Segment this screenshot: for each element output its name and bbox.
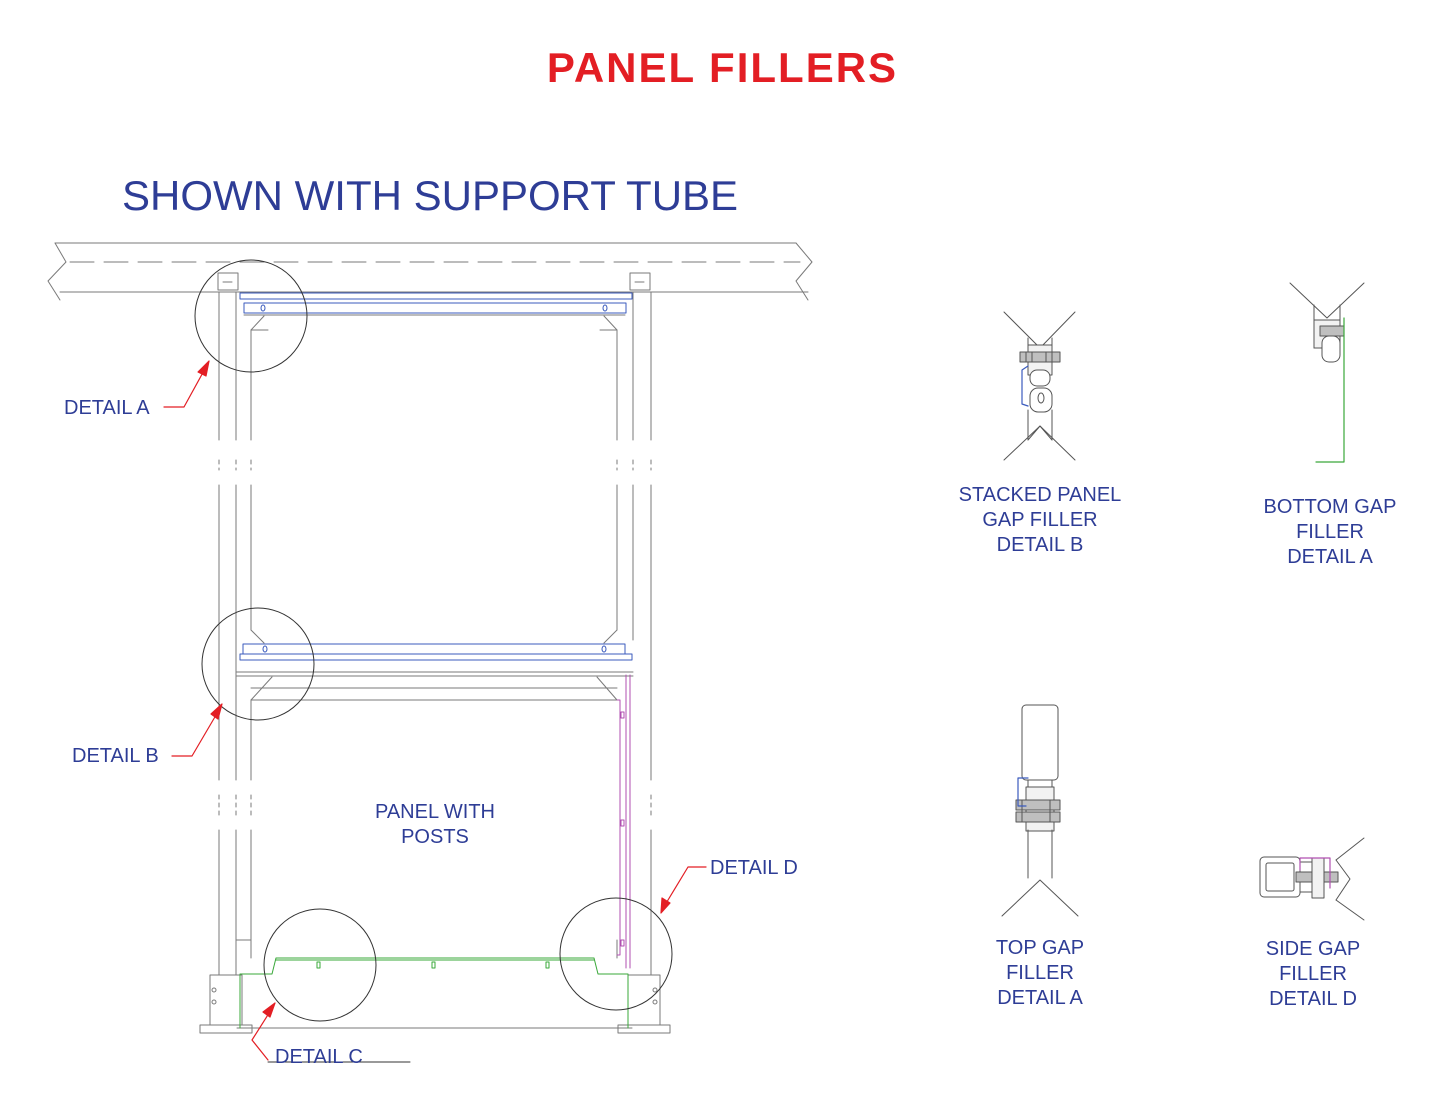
left-post bbox=[199, 272, 253, 1034]
stacked-blue-filler bbox=[1021, 365, 1029, 407]
detail-a-circle bbox=[194, 259, 308, 373]
page-title: PANEL FILLERS bbox=[546, 44, 899, 91]
stacked-caption-line2: GAP FILLER bbox=[982, 509, 1098, 531]
detail-b-callout: DETAIL B bbox=[72, 745, 159, 767]
side-gap-caption: SIDE GAP FILLER DETAIL D bbox=[1213, 937, 1413, 1012]
panel-label-line1: PANEL WITH bbox=[374, 801, 495, 823]
detail-leaders bbox=[163, 360, 707, 1061]
top-gap-caption: TOP GAP FILLER DETAIL A bbox=[940, 936, 1140, 1011]
stacked-panel-caption: STACKED PANEL GAP FILLER DETAIL B bbox=[940, 483, 1140, 558]
bottom-green-filler bbox=[1315, 317, 1345, 463]
bottom-caption-line1: BOTTOM GAP bbox=[1263, 496, 1397, 518]
bottom-gap-detail-drawing bbox=[1289, 282, 1365, 363]
bottom-gap-caption: BOTTOM GAP FILLER DETAIL A bbox=[1230, 495, 1430, 570]
top-caption-line1: TOP GAP bbox=[995, 937, 1085, 959]
right-post bbox=[616, 272, 671, 1034]
green-bottom-filler bbox=[239, 957, 629, 1029]
top-caption-line3: DETAIL A bbox=[997, 987, 1083, 1009]
stacked-caption-line3: DETAIL B bbox=[996, 534, 1084, 556]
top-gap-detail-drawing bbox=[1001, 704, 1079, 917]
side-magenta-filler bbox=[1299, 857, 1331, 889]
top-blue-filler bbox=[1017, 777, 1029, 807]
detail-b-circle bbox=[201, 607, 315, 721]
detail-d-callout: DETAIL D bbox=[710, 857, 798, 879]
panel-label-line2: POSTS bbox=[401, 826, 469, 848]
view-subtitle: SHOWN WITH SUPPORT TUBE bbox=[122, 172, 739, 219]
middle-rail bbox=[235, 629, 634, 701]
detail-circles bbox=[194, 259, 673, 1022]
detail-d-circle bbox=[559, 897, 673, 1011]
side-caption-line3: DETAIL D bbox=[1269, 988, 1357, 1010]
main-view-drawing bbox=[47, 242, 813, 1034]
detail-c-circle bbox=[263, 908, 377, 1022]
panel-with-posts-label: PANEL WITH POSTS bbox=[355, 800, 515, 850]
side-caption-line2: FILLER bbox=[1279, 963, 1347, 985]
stacked-caption-line1: STACKED PANEL bbox=[958, 484, 1122, 506]
side-caption-line1: SIDE GAP bbox=[1265, 938, 1361, 960]
bottom-caption-line3: DETAIL A bbox=[1287, 546, 1373, 568]
support-tube bbox=[47, 242, 813, 301]
top-caption-line2: FILLER bbox=[1006, 962, 1074, 984]
magenta-side-filler bbox=[616, 674, 631, 969]
detail-c-callout: DETAIL C bbox=[275, 1046, 363, 1068]
stacked-panel-detail-drawing bbox=[1003, 311, 1076, 461]
bottom-caption-line2: FILLER bbox=[1296, 521, 1364, 543]
upper-panel-frame bbox=[243, 314, 626, 331]
detail-a-callout: DETAIL A bbox=[64, 397, 150, 419]
side-gap-detail-drawing bbox=[1259, 837, 1365, 921]
blue-fillers bbox=[239, 292, 633, 661]
